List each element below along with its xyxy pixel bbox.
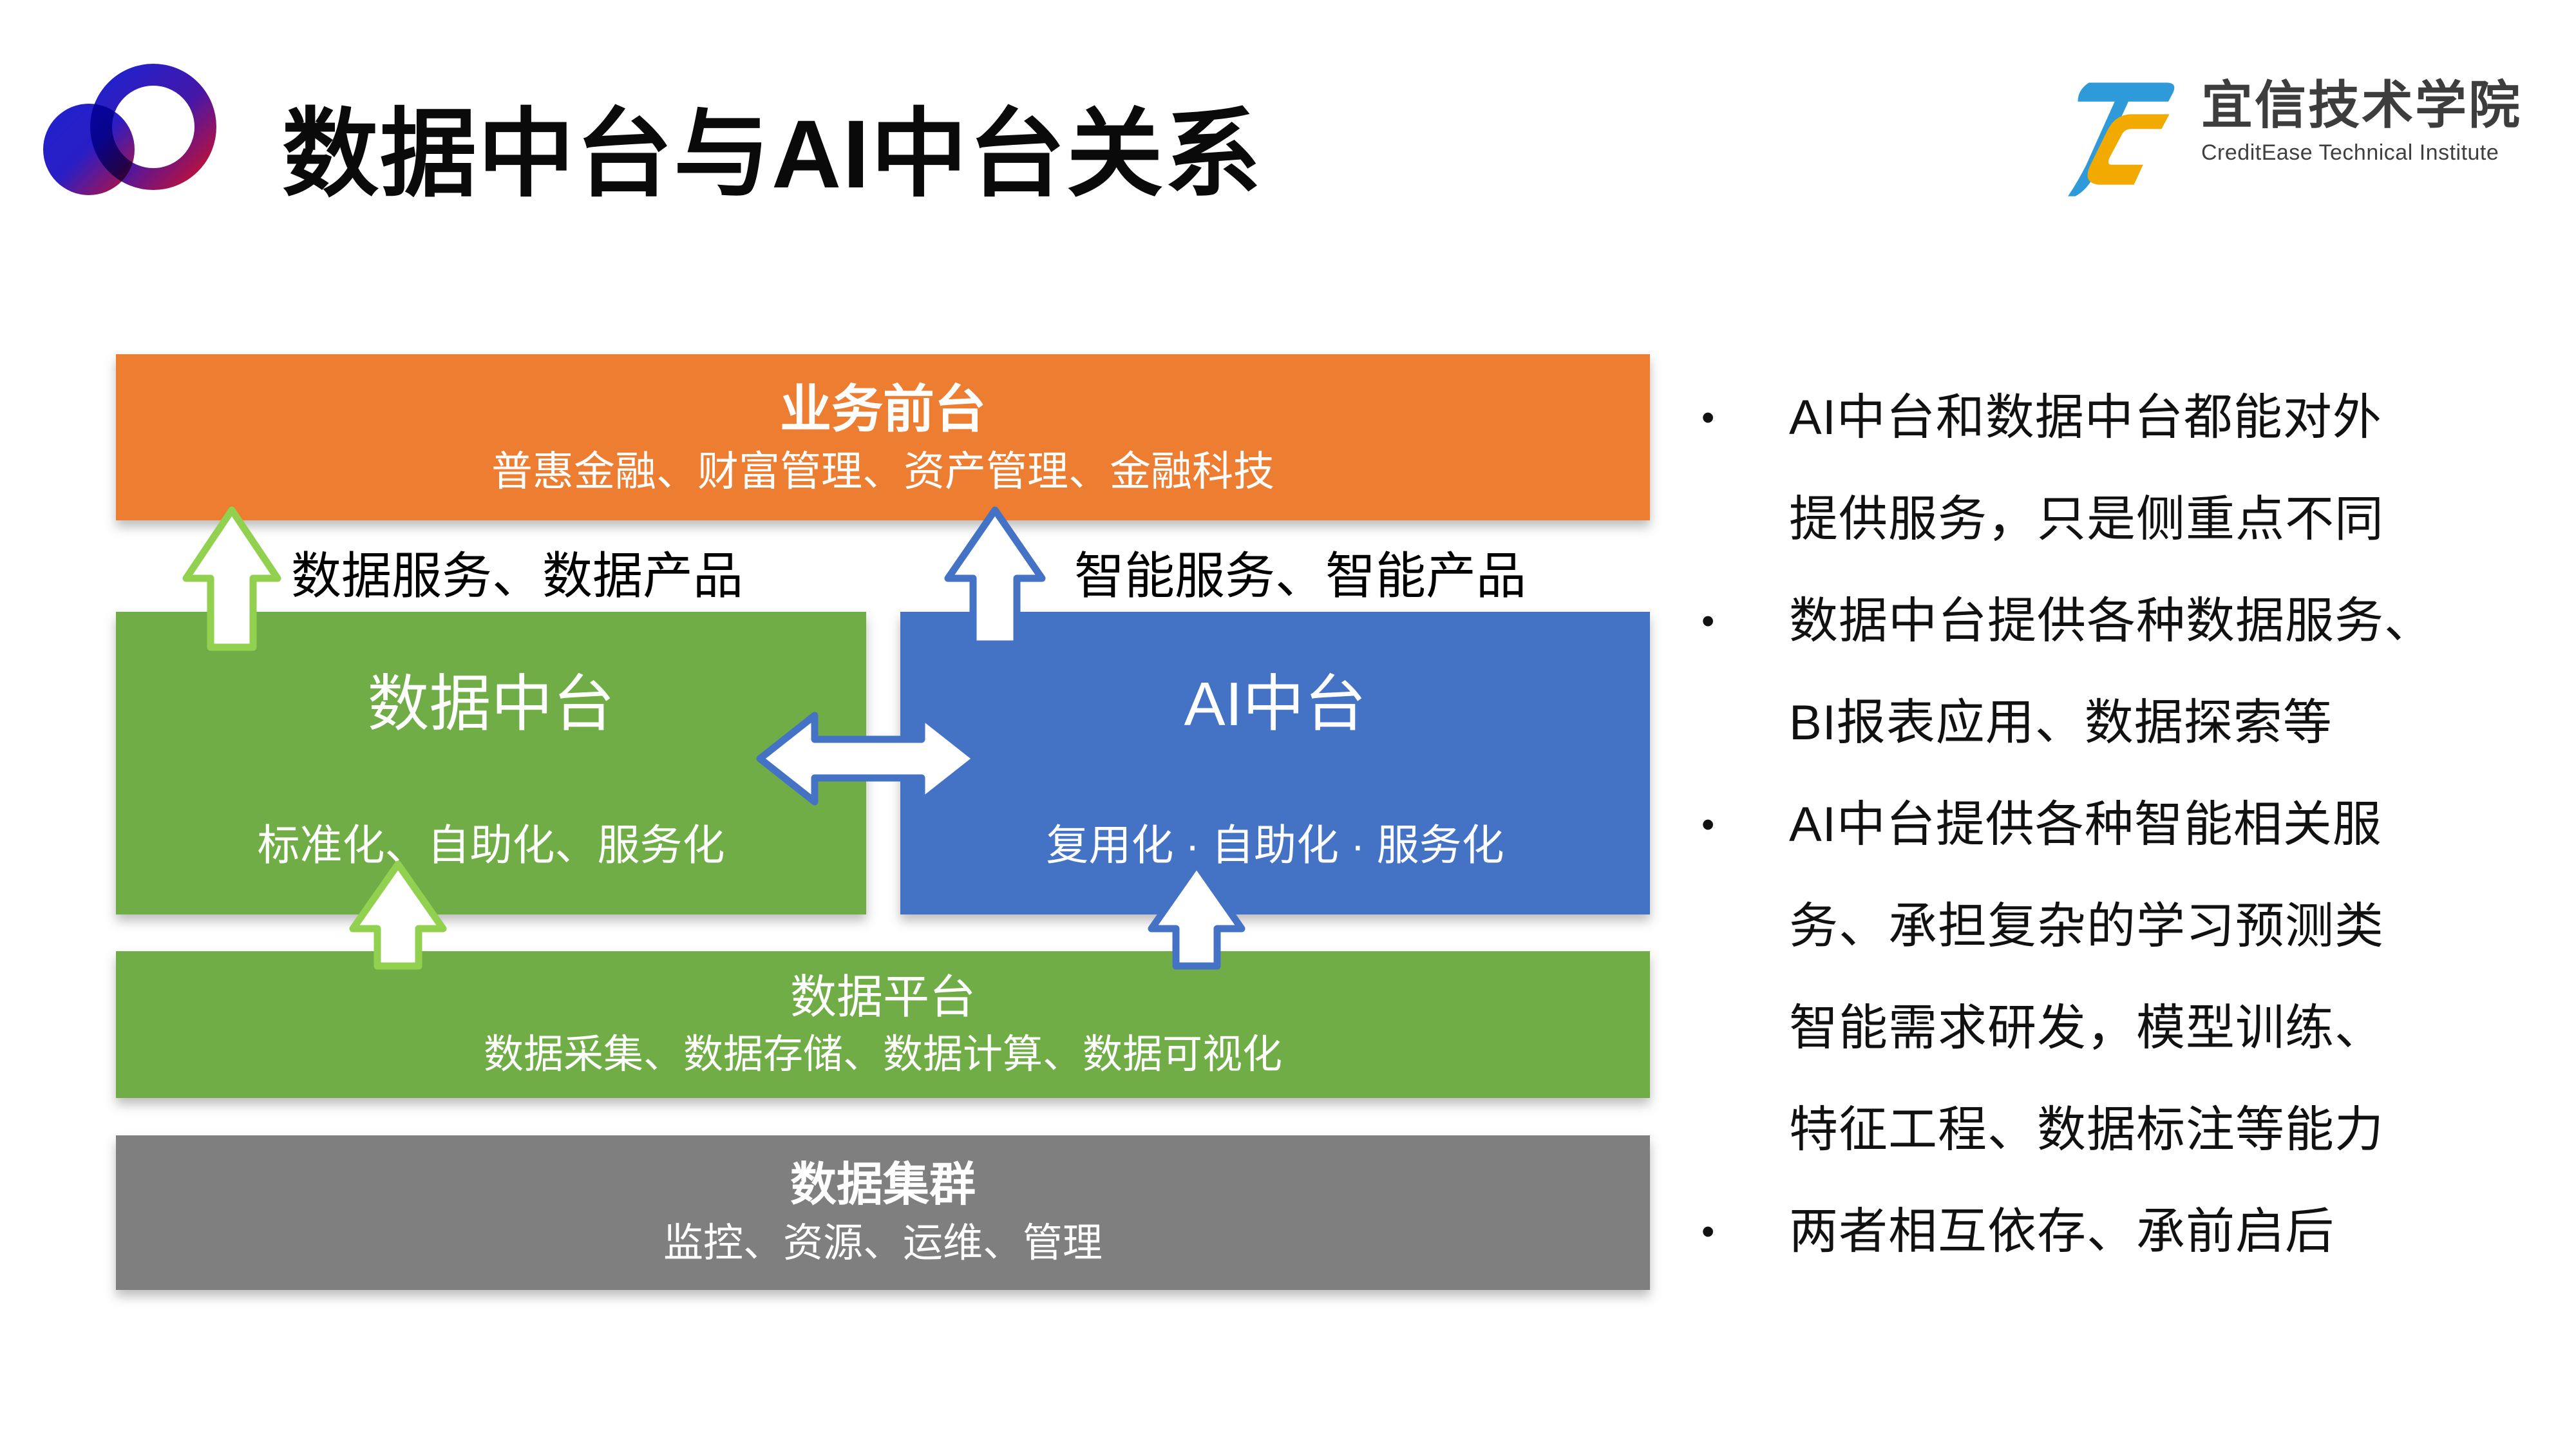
notes-list: • AI中台和数据中台都能对外 提供服务，只是侧重点不同 • 数据中台提供各种数… (1692, 367, 2530, 1283)
data-platform-title: 数据平台 (790, 972, 976, 1023)
ai-middle-platform-subtitle: 复用化 · 自助化 · 服务化 (1046, 821, 1504, 869)
note-item: • 数据中台提供各种数据服务、 BI报表应用、数据探索等 (1692, 571, 2530, 774)
page-title: 数据中台与AI中台关系 (282, 100, 1263, 208)
ai-middle-platform-title: AI中台 (1184, 670, 1367, 739)
front-office-box: 业务前台 普惠金融、财富管理、资产管理、金融科技 (116, 354, 1650, 520)
data-platform-bar: 数据平台 数据采集、数据存储、数据计算、数据可视化 (116, 951, 1650, 1098)
note-text: 两者相互依存、承前启后 (1789, 1204, 2334, 1259)
ai-middle-platform-box: AI中台 复用化 · 自助化 · 服务化 (900, 612, 1650, 914)
data-cluster-subtitle: 监控、资源、运维、管理 (663, 1221, 1103, 1265)
slide-logo-icon (43, 64, 216, 195)
bullet-dot: • (1701, 1211, 1715, 1253)
note-text: AI中台提供各种智能相关服 务、承担复杂的学习预测类 智能需求研发，模型训练、 … (1789, 797, 2384, 1157)
brand-name-en: CreditEase Technical Institute (2201, 140, 2499, 165)
note-item: • AI中台和数据中台都能对外 提供服务，只是侧重点不同 (1692, 367, 2530, 571)
bullet-dot: • (1701, 397, 1715, 439)
front-office-subtitle: 普惠金融、财富管理、资产管理、金融科技 (491, 448, 1274, 495)
front-office-title: 业务前台 (780, 381, 986, 438)
note-text: AI中台和数据中台都能对外 提供服务，只是侧重点不同 (1789, 390, 2384, 547)
note-item: • AI中台提供各种智能相关服 务、承担复杂的学习预测类 智能需求研发，模型训练… (1692, 774, 2530, 1181)
data-cluster-title: 数据集群 (790, 1159, 976, 1211)
brand-text: 宜信技术学院 CreditEase Technical Institute (2201, 72, 2522, 166)
note-item: • 两者相互依存、承前启后 (1692, 1181, 2530, 1283)
label-ai-services: 智能服务、智能产品 (1074, 547, 1527, 604)
note-text: 数据中台提供各种数据服务、 BI报表应用、数据探索等 (1789, 594, 2434, 750)
logo-filled-circle (43, 104, 135, 195)
data-middle-platform-subtitle: 标准化、自助化、服务化 (257, 821, 725, 869)
creditease-logo-icon (2068, 82, 2175, 196)
brand-name-zh: 宜信技术学院 (2201, 77, 2522, 134)
data-middle-platform-box: 数据中台 标准化、自助化、服务化 (116, 612, 866, 914)
brand-logo: 宜信技术学院 CreditEase Technical Institute (2040, 72, 2522, 198)
data-cluster-bar: 数据集群 监控、资源、运维、管理 (116, 1135, 1650, 1290)
bullet-dot: • (1701, 600, 1715, 642)
data-platform-subtitle: 数据采集、数据存储、数据计算、数据可视化 (483, 1032, 1282, 1077)
logo-ring (90, 64, 216, 190)
data-middle-platform-title: 数据中台 (367, 670, 615, 739)
label-data-services: 数据服务、数据产品 (291, 547, 744, 604)
bullet-dot: • (1701, 804, 1715, 846)
